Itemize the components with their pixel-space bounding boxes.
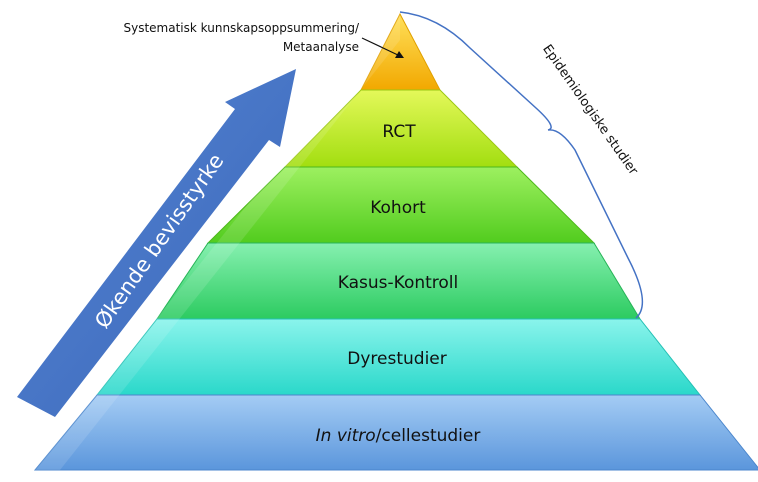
level-label-in-vitro-italic: In vitro xyxy=(316,426,376,446)
level-label-dyrestudier: Dyrestudier xyxy=(347,349,447,369)
epidemiology-brace xyxy=(399,11,644,319)
pyramid-band-in-vitro xyxy=(33,394,758,471)
brace-label: Epidemiologiske studier xyxy=(539,42,641,178)
apex-pointer-arrowhead xyxy=(395,51,404,58)
pyramid-left-shade xyxy=(35,14,400,470)
level-label-in-vitro-rest: /cellestudier xyxy=(376,426,481,446)
apex-pointer-line xyxy=(361,37,401,57)
level-label-kasus-kontroll: Kasus-Kontroll xyxy=(338,273,459,293)
level-label-rct: RCT xyxy=(382,122,416,142)
arrow-shape xyxy=(17,69,296,417)
apex-label-line2: Metaanalyse xyxy=(283,40,359,54)
level-label-in-vitro: In vitro/cellestudier xyxy=(316,426,481,446)
level-label-kohort: Kohort xyxy=(370,198,426,218)
apex-label-line1: Systematisk kunnskapsoppsummering/ xyxy=(124,21,360,35)
